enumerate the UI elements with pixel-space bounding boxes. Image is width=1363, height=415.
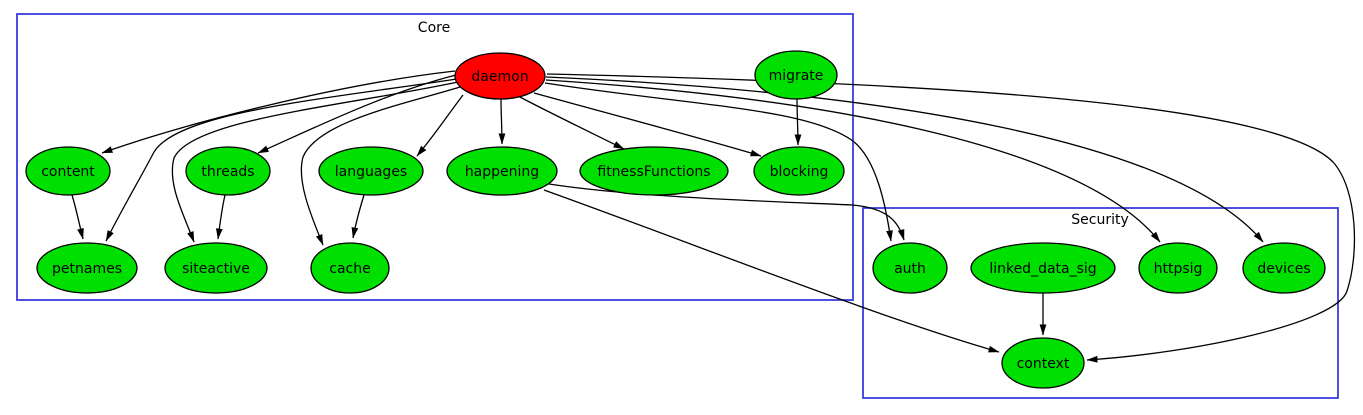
edge-migrate-blocking [794, 98, 802, 146]
node-blocking: blocking [753, 146, 845, 196]
node-migrate-label: migrate [769, 68, 824, 84]
edge-content-petnames [71, 194, 84, 240]
edge-daemon-auth [544, 82, 893, 242]
cluster-core: Core [16, 13, 854, 301]
cluster-core-border [16, 13, 854, 301]
node-threads-shape [185, 146, 271, 196]
edge-daemon-languages [416, 94, 464, 157]
edge-daemon-happening [498, 98, 506, 145]
node-cache-shape [310, 242, 390, 294]
cluster-security-label: Security [1071, 212, 1129, 228]
node-daemon-shape [454, 52, 546, 100]
edge-daemon-petnames [105, 78, 458, 242]
node-auth-label: auth [894, 261, 926, 277]
edge-languages-cache [351, 194, 365, 239]
node-content-shape [25, 146, 111, 196]
node-httpsig-label: httpsig [1154, 261, 1203, 277]
edge-happening-context [543, 189, 1000, 353]
edge-daemon-blocking [533, 92, 762, 157]
cluster-core-label: Core [418, 20, 450, 36]
node-cache-label: cache [329, 261, 370, 277]
node-context-label: context [1017, 356, 1070, 372]
node-fitnessFunctions-shape [579, 146, 729, 196]
node-blocking-shape [753, 146, 845, 196]
node-siteactive-label: siteactive [182, 261, 250, 277]
node-daemon-label: daemon [471, 69, 528, 85]
node-context: context [1001, 337, 1085, 389]
node-context-shape [1001, 337, 1085, 389]
node-petnames-shape [36, 242, 138, 294]
node-happening: happening [446, 146, 558, 196]
node-siteactive-shape [164, 242, 268, 294]
edges [71, 70, 1356, 363]
node-happening-label: happening [465, 164, 539, 180]
node-threads-label: threads [201, 164, 254, 180]
node-devices-shape [1242, 242, 1326, 294]
node-cache: cache [310, 242, 390, 294]
edge-happening-auth [548, 183, 905, 241]
node-devices-label: devices [1257, 261, 1310, 277]
edge-daemon-cache [300, 86, 461, 246]
cluster-security-border [862, 207, 1339, 399]
node-content-label: content [41, 164, 95, 180]
node-content: content [25, 146, 111, 196]
node-linked_data_sig-label: linked_data_sig [989, 261, 1096, 277]
node-happening-shape [446, 146, 558, 196]
edge-daemon-siteactive [171, 81, 459, 243]
node-fitnessFunctions-label: fitnessFunctions [597, 164, 710, 180]
edge-daemon-context [546, 73, 1356, 363]
edge-daemon-content [101, 70, 456, 154]
node-httpsig-shape [1138, 242, 1218, 294]
node-languages-label: languages [335, 164, 407, 180]
node-daemon: daemon [454, 52, 546, 100]
node-threads: threads [185, 146, 271, 196]
node-languages-shape [318, 146, 424, 196]
node-fitnessFunctions: fitnessFunctions [579, 146, 729, 196]
node-linked_data_sig-shape [970, 242, 1116, 294]
node-auth: auth [872, 242, 948, 294]
edge-threads-siteactive [215, 194, 226, 240]
node-httpsig: httpsig [1138, 242, 1218, 294]
cluster-security: Security [862, 207, 1339, 399]
node-devices: devices [1242, 242, 1326, 294]
node-linked_data_sig: linked_data_sig [970, 242, 1116, 294]
node-petnames-label: petnames [52, 261, 122, 277]
edge-daemon-devices [545, 76, 1264, 243]
node-blocking-label: blocking [770, 164, 829, 180]
node-migrate: migrate [754, 50, 838, 100]
node-migrate-shape [754, 50, 838, 100]
node-siteactive: siteactive [164, 242, 268, 294]
edge-daemon-httpsig [545, 79, 1161, 243]
node-petnames: petnames [36, 242, 138, 294]
node-languages: languages [318, 146, 424, 196]
edge-daemon-fitnessFunctions [517, 95, 625, 150]
node-auth-shape [872, 242, 948, 294]
